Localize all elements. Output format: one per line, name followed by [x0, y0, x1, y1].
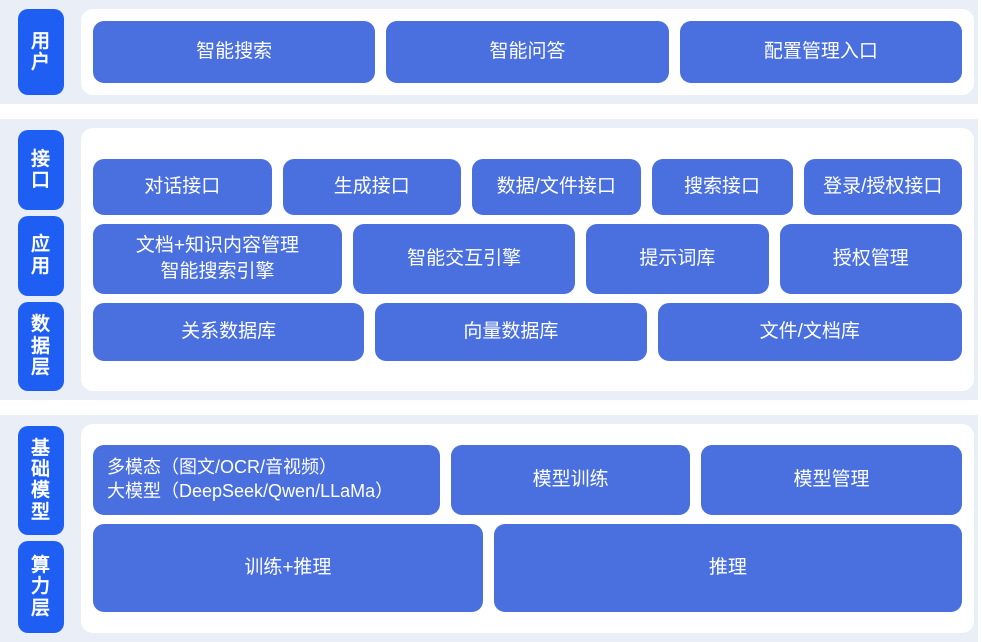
box-generation-api[interactable]: 生成接口	[282, 158, 461, 215]
card-user: 智能搜索 智能问答 配置管理入口	[81, 9, 974, 95]
box-data-file-api[interactable]: 数据/文件接口	[472, 158, 641, 215]
box-model-training[interactable]: 模型训练	[451, 445, 690, 515]
layer-tab-application[interactable]: 应用	[18, 215, 64, 296]
layer-tab-rail-middle: 接口 应用 数据层	[18, 128, 64, 391]
card-middle: 对话接口 生成接口 数据/文件接口 搜索接口 登录/授权接口 文档+知识内容管理…	[81, 128, 974, 391]
row-application: 文档+知识内容管理 智能搜索引擎 智能交互引擎 提示词库 授权管理	[93, 223, 962, 294]
box-model-management[interactable]: 模型管理	[700, 445, 962, 515]
box-authorization-management[interactable]: 授权管理	[779, 223, 962, 294]
layer-tab-user-label: 用户	[30, 30, 51, 73]
row-foundation-model: 多模态（图文/OCR/音视频） 大模型（DeepSeek/Qwen/LLaMa）…	[93, 445, 962, 515]
section-gap-2	[0, 400, 982, 415]
box-inference[interactable]: 推理	[493, 524, 962, 612]
box-multimodal-large-model[interactable]: 多模态（图文/OCR/音视频） 大模型（DeepSeek/Qwen/LLaMa）	[93, 445, 441, 515]
layer-tab-user[interactable]: 用户	[18, 9, 64, 95]
box-doc-knowledge-management[interactable]: 文档+知识内容管理 智能搜索引擎	[93, 223, 342, 294]
section-base: 基础模型 算力层 多模态（图文/OCR/音视频） 大模型（DeepSeek/Qw…	[0, 415, 978, 642]
layer-tab-data-label: 数据层	[30, 314, 51, 378]
layer-tab-rail-base: 基础模型 算力层	[18, 424, 64, 633]
section-gap-1	[0, 104, 982, 119]
layer-tab-data[interactable]: 数据层	[18, 301, 64, 391]
box-smart-qa[interactable]: 智能问答	[386, 21, 669, 83]
box-search-api[interactable]: 搜索接口	[651, 158, 793, 215]
card-base: 多模态（图文/OCR/音视频） 大模型（DeepSeek/Qwen/LLaMa）…	[81, 424, 974, 633]
section-user: 用户 智能搜索 智能问答 配置管理入口	[0, 0, 978, 104]
layer-tab-interface[interactable]: 接口	[18, 130, 64, 210]
layer-tab-foundation-model[interactable]: 基础模型	[18, 426, 64, 535]
layer-tab-interface-label: 接口	[30, 148, 51, 191]
box-relational-database[interactable]: 关系数据库	[93, 302, 365, 361]
row-user-entries: 智能搜索 智能问答 配置管理入口	[93, 21, 962, 83]
box-login-auth-api[interactable]: 登录/授权接口	[803, 158, 962, 215]
section-middle: 接口 应用 数据层 对话接口 生成接口 数据/文件接口 搜索接口 登录/授权接口…	[0, 119, 978, 400]
layer-tab-compute[interactable]: 算力层	[18, 540, 64, 633]
layer-tab-compute-label: 算力层	[30, 555, 51, 619]
layer-tab-foundation-model-label: 基础模型	[30, 437, 51, 523]
row-data: 关系数据库 向量数据库 文件/文档库	[93, 302, 962, 361]
layer-tab-rail-user: 用户	[18, 9, 64, 95]
row-compute: 训练+推理 推理	[93, 524, 962, 612]
box-config-management-entry[interactable]: 配置管理入口	[679, 21, 962, 83]
row-interface: 对话接口 生成接口 数据/文件接口 搜索接口 登录/授权接口	[93, 158, 962, 215]
box-smart-search[interactable]: 智能搜索	[93, 21, 376, 83]
box-prompt-library[interactable]: 提示词库	[586, 223, 769, 294]
box-vector-database[interactable]: 向量数据库	[375, 302, 647, 361]
box-training-inference[interactable]: 训练+推理	[93, 524, 483, 612]
box-file-document-store[interactable]: 文件/文档库	[657, 302, 962, 361]
layer-tab-application-label: 应用	[30, 234, 51, 277]
box-dialog-api[interactable]: 对话接口	[93, 158, 272, 215]
box-smart-interaction-engine[interactable]: 智能交互引擎	[352, 223, 576, 294]
